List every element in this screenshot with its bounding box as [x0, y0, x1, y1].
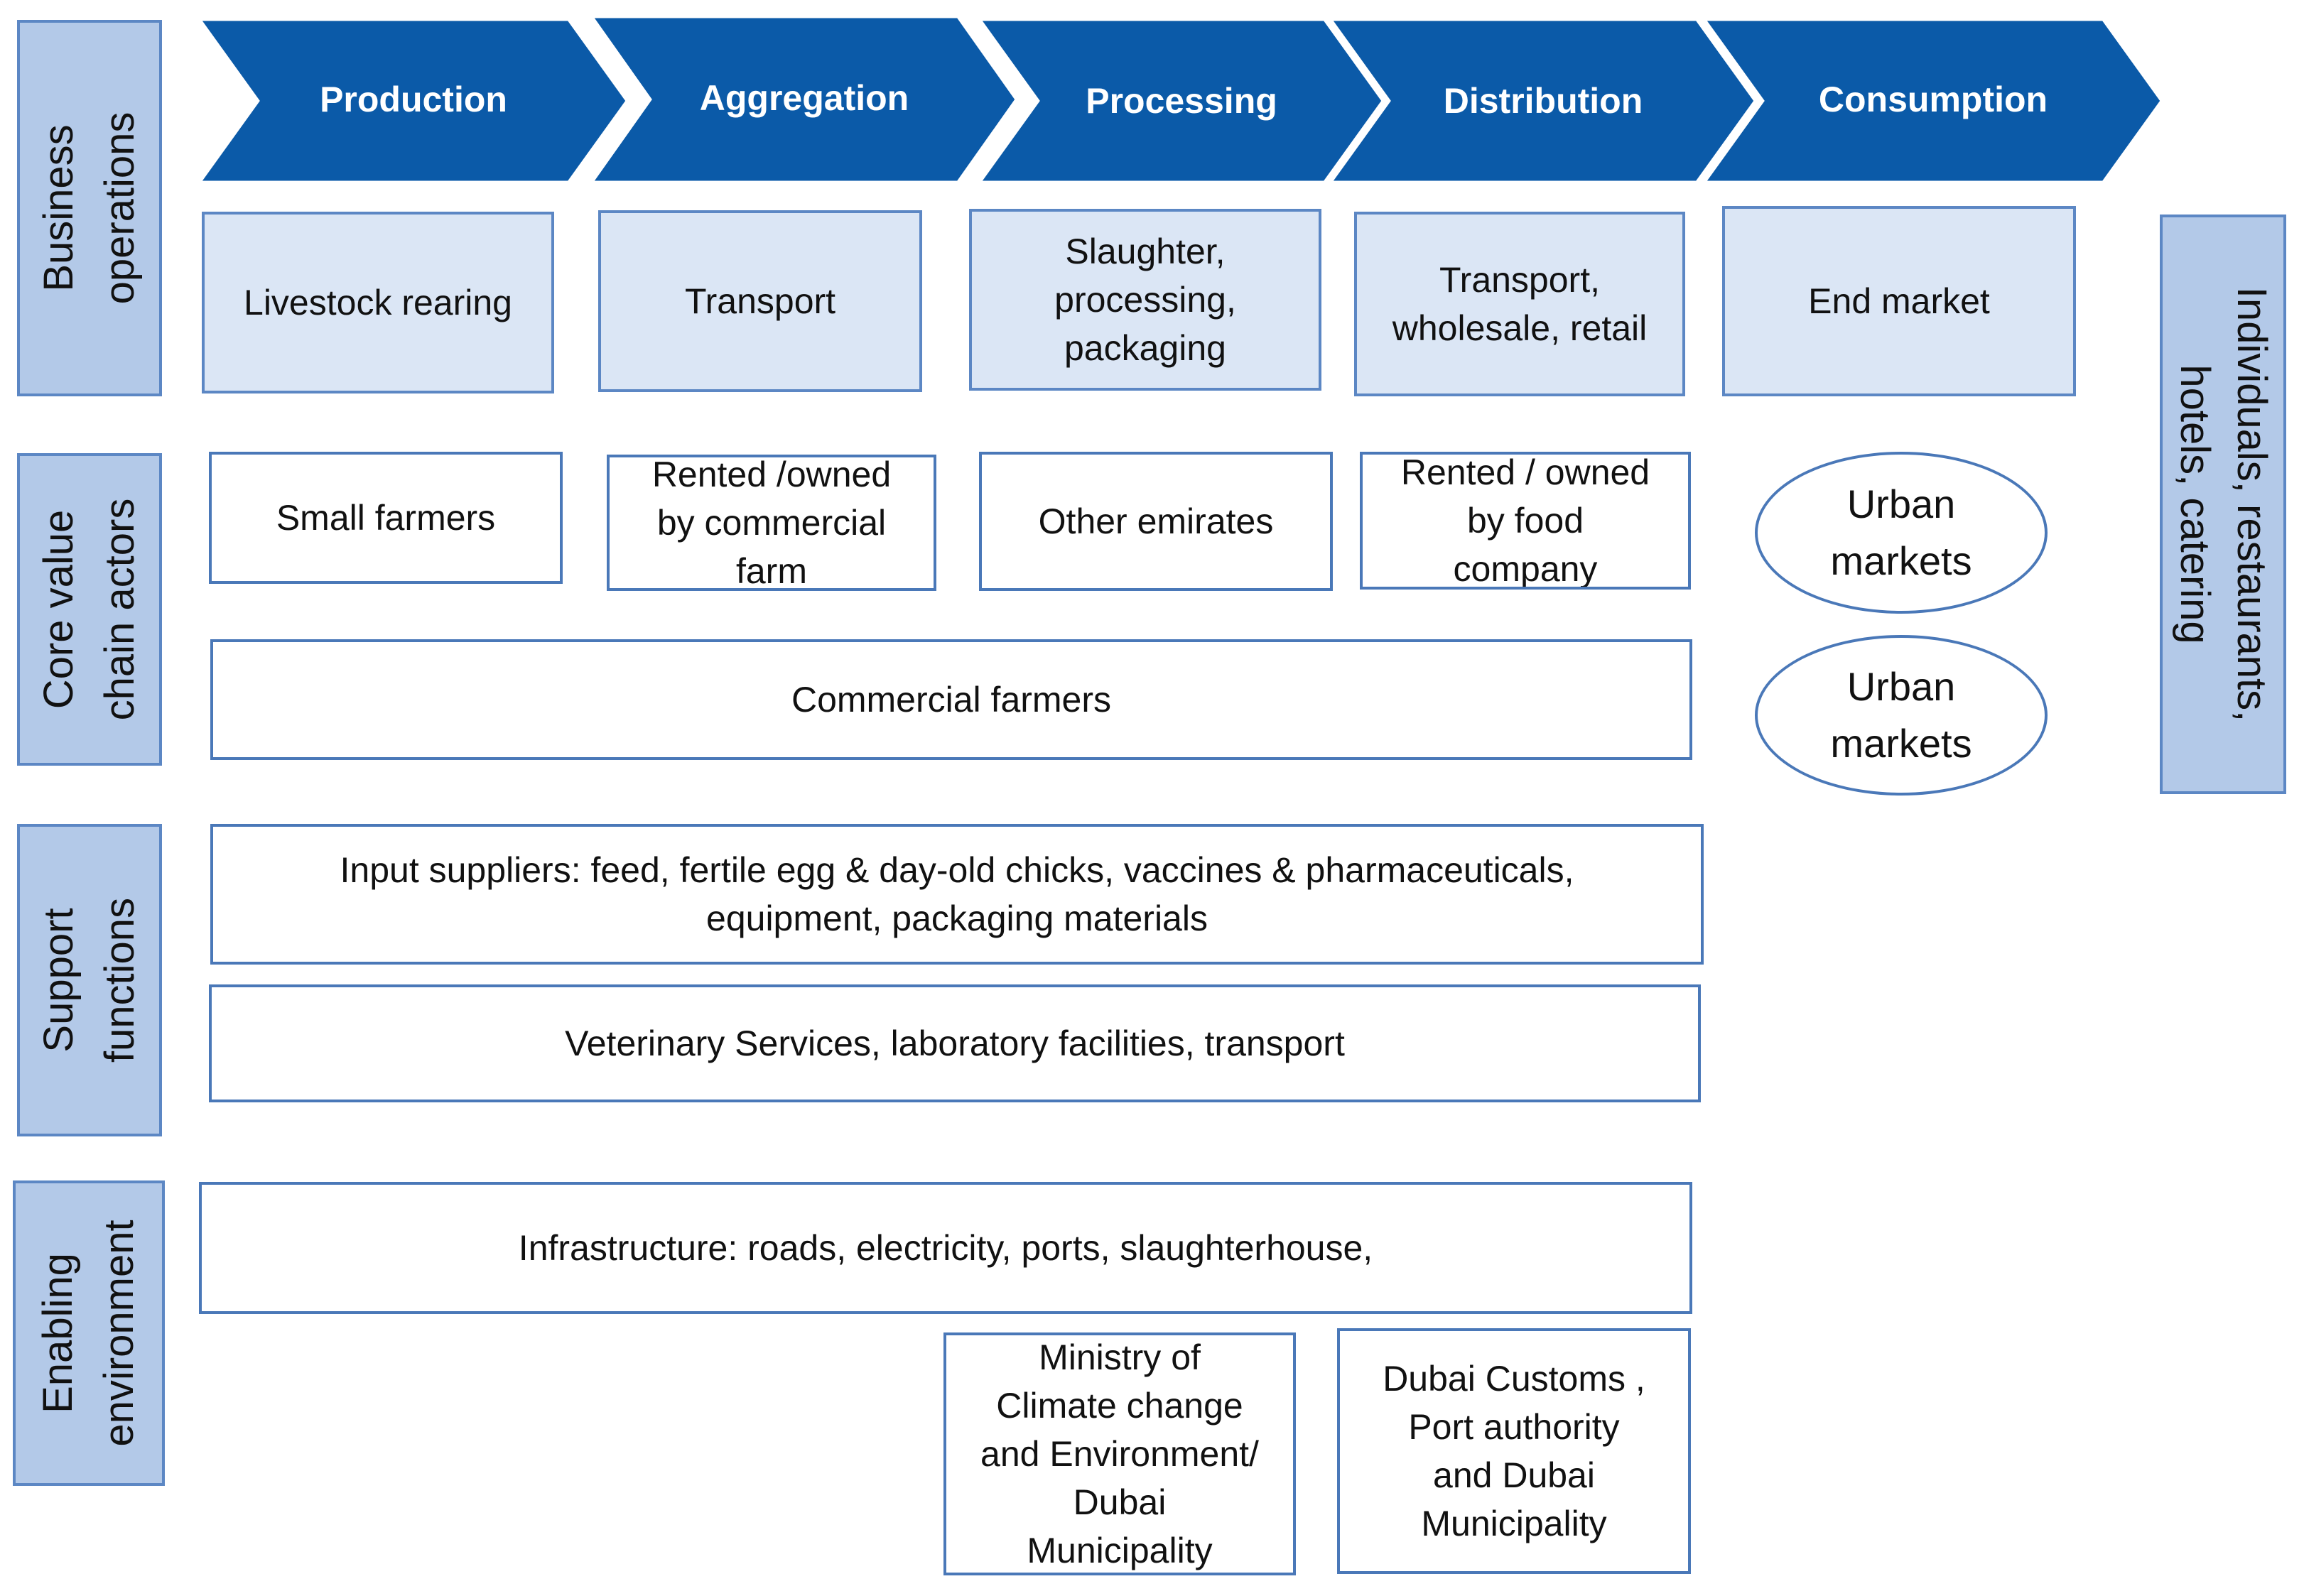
actor-rented-commercial-farm-text: Rented /owned by commercial farm: [651, 455, 892, 591]
chevron-consumption: [1703, 18, 2163, 183]
row-label-core-value-chain-actors: Core value chain actors: [17, 453, 162, 766]
actor-urban-markets-2-text: Urban markets: [1830, 664, 1972, 766]
actor-rented-food-company-text: Rented / owned by food company: [1400, 452, 1650, 589]
op-box-consumption: End market: [1722, 206, 2076, 396]
op-text-processing: Slaughter, processing, packaging: [1054, 232, 1236, 368]
actor-urban-markets-2: Urban markets: [1755, 635, 2048, 796]
row-label-enabling-environment-text: Enabling environment: [35, 1220, 142, 1447]
enabling-ministry: Ministry of Climate change and Environme…: [943, 1332, 1296, 1575]
row-label-support-functions-text: Support functions: [36, 897, 143, 1063]
enabling-infrastructure-text: Infrastructure: roads, electricity, port…: [518, 1228, 1373, 1268]
op-text-distribution: Transport, wholesale, retail: [1392, 260, 1648, 348]
op-text-aggregation: Transport: [684, 281, 836, 321]
actor-rented-commercial-farm: Rented /owned by commercial farm: [607, 455, 936, 591]
consumers-bar: Individuals, restaurants, hotels, cateri…: [2160, 215, 2286, 794]
stage-chevrons: [198, 16, 2163, 183]
actor-other-emirates: Other emirates: [979, 452, 1333, 591]
op-text-consumption: End market: [1808, 281, 1990, 321]
op-box-production: Livestock rearing: [202, 212, 554, 393]
actor-small-farmers-text: Small farmers: [276, 498, 496, 538]
actor-commercial-farmers-text: Commercial farmers: [791, 680, 1112, 720]
enabling-ministry-text: Ministry of Climate change and Environme…: [980, 1337, 1259, 1570]
stage-label-aggregation: Aggregation: [699, 78, 909, 118]
actor-urban-markets-1-text: Urban markets: [1830, 482, 1972, 583]
op-box-distribution: Transport, wholesale, retail: [1354, 212, 1685, 396]
chevron-production: [198, 18, 628, 183]
stage-label-processing: Processing: [1086, 81, 1277, 121]
actor-rented-food-company: Rented / owned by food company: [1360, 452, 1691, 590]
support-input-suppliers: Input suppliers: feed, fertile egg & day…: [210, 824, 1704, 965]
enabling-dubai-customs-text: Dubai Customs , Port authority and Dubai…: [1383, 1359, 1645, 1543]
row-label-support-functions: Support functions: [17, 824, 162, 1136]
chevron-processing: [978, 18, 1384, 183]
row-label-business-operations: Business operations: [17, 20, 162, 396]
actor-other-emirates-text: Other emirates: [1038, 501, 1274, 541]
op-box-processing: Slaughter, processing, packaging: [969, 209, 1321, 391]
stage-label-distribution: Distribution: [1443, 81, 1643, 121]
support-veterinary-services-text: Veterinary Services, laboratory faciliti…: [565, 1024, 1345, 1063]
support-veterinary-services: Veterinary Services, laboratory faciliti…: [209, 984, 1701, 1102]
enabling-infrastructure: Infrastructure: roads, electricity, port…: [199, 1182, 1692, 1314]
stage-label-production: Production: [320, 80, 507, 119]
actor-small-farmers: Small farmers: [209, 452, 563, 584]
actor-commercial-farmers: Commercial farmers: [210, 639, 1692, 760]
enabling-dubai-customs: Dubai Customs , Port authority and Dubai…: [1337, 1328, 1691, 1574]
op-box-aggregation: Transport: [598, 210, 922, 392]
chevron-aggregation: [590, 16, 1017, 183]
row-label-enabling-environment: Enabling environment: [13, 1180, 165, 1486]
actor-urban-markets-1: Urban markets: [1755, 452, 2048, 614]
support-input-suppliers-text: Input suppliers: feed, fertile egg & day…: [340, 850, 1574, 938]
stage-label-consumption: Consumption: [1818, 80, 2048, 119]
row-label-core-value-chain-actors-text: Core value chain actors: [36, 498, 143, 721]
op-text-production: Livestock rearing: [244, 283, 512, 322]
consumers-bar-text: Individuals, restaurants, hotels, cateri…: [2172, 286, 2275, 722]
chevron-distribution: [1329, 18, 1756, 183]
